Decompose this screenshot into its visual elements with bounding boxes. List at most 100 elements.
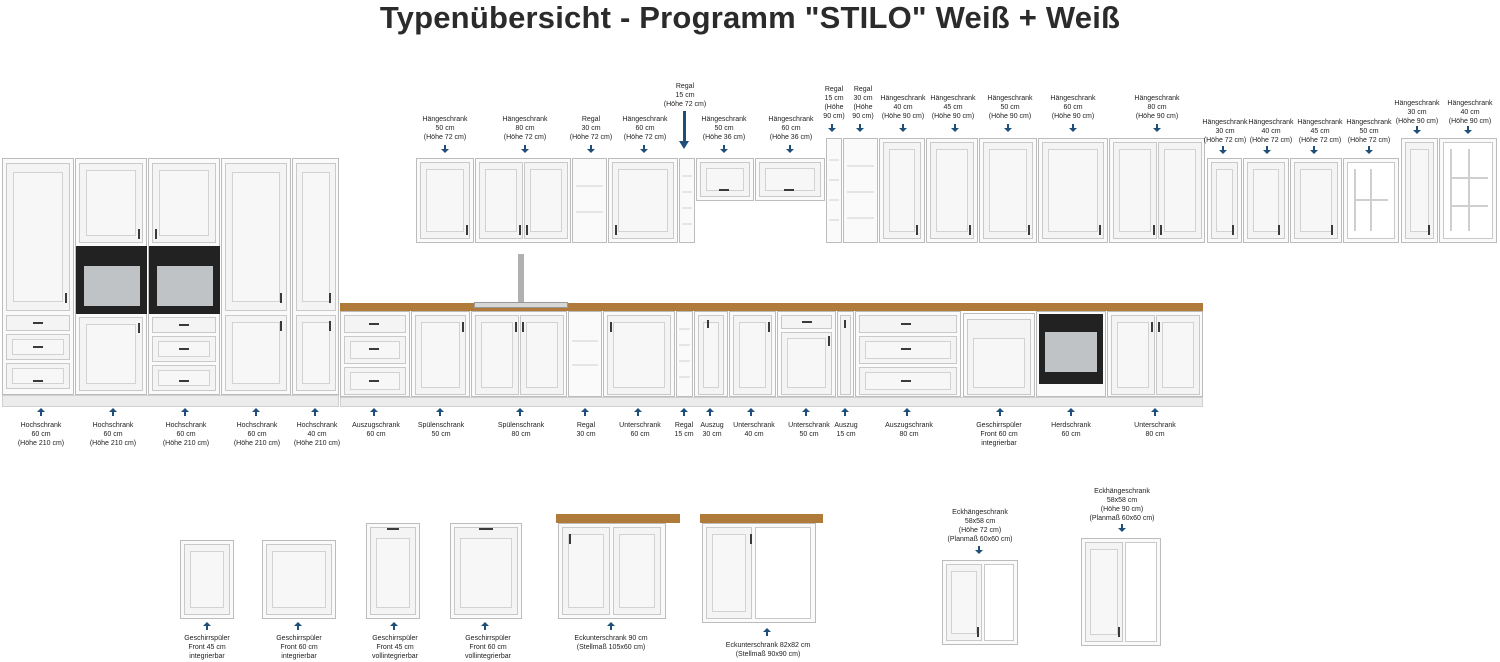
label-regal-30: Regal 30 cm — [576, 422, 596, 438]
arrow-up-icon — [607, 622, 615, 630]
label-wall-h60-h90: Hängeschrank 60 cm (Höhe 90 cm) — [1050, 95, 1096, 120]
arrow-down-icon — [720, 145, 728, 153]
wall-h45-h90 — [926, 138, 978, 243]
label-extra-eck90: Eckunterschrank 90 cm (Stellmaß 105x60 c… — [574, 635, 648, 651]
wall-regal30 — [572, 158, 607, 243]
wall-h45-h72 — [1290, 158, 1342, 243]
arrow-up-icon — [370, 408, 378, 416]
label-extra-gs60v: Geschirrspüler Front 60 cm vollintegrier… — [465, 635, 511, 660]
label-spuelen-80: Spülenschrank 80 cm — [497, 422, 545, 438]
tall-cabinet-4 — [221, 158, 291, 395]
arrow-up-icon — [109, 408, 117, 416]
arrow-down-icon — [1004, 124, 1012, 132]
label-auszug-15: Auszug 15 cm — [834, 422, 858, 438]
label-wall-h45-h72: Hängeschrank 45 cm (Höhe 72 cm) — [1297, 119, 1343, 144]
label-unter-60: Unterschrank 60 cm — [619, 422, 661, 438]
label-wall-h80: Hängeschrank 80 cm (Höhe 72 cm) — [502, 116, 548, 141]
label-wall-h50-h90: Hängeschrank 50 cm (Höhe 90 cm) — [987, 95, 1033, 120]
label-geschirr-60: Geschirrspüler Front 60 cm integrierbar — [976, 422, 1022, 447]
arrow-up-icon — [634, 408, 642, 416]
tall-plinth — [2, 395, 339, 407]
extra-eck90 — [558, 523, 666, 619]
extra-eckh72 — [942, 560, 1018, 645]
label-extra-eck82: Eckunterschrank 82x82 cm (Stellmaß 90x90… — [725, 642, 811, 658]
arrow-up-icon — [294, 622, 302, 630]
base-regal-15 — [676, 311, 693, 397]
label-hoch-2: Hochschrank 60 cm (Höhe 210 cm) — [89, 422, 137, 447]
label-auszug-30: Auszug 30 cm — [700, 422, 724, 438]
base-plinth — [340, 397, 1203, 407]
sink — [474, 302, 568, 308]
arrow-up-icon — [841, 408, 849, 416]
arrow-up-icon — [581, 408, 589, 416]
arrow-up-icon — [747, 408, 755, 416]
arrow-down-icon — [899, 124, 907, 132]
arrow-down-icon — [1365, 146, 1373, 154]
regal15-long-arrow — [683, 111, 686, 143]
base-auszug-15 — [837, 311, 854, 397]
arrow-up-icon — [680, 408, 688, 416]
arrow-down-icon — [1413, 126, 1421, 134]
label-wall-regal30-h90: Regal 30 cm (Höhe 90 cm) — [852, 86, 874, 120]
base-unter-50 — [777, 311, 836, 397]
wall-h60-short — [755, 158, 825, 201]
label-wall-h30-h90: Hängeschrank 30 cm (Höhe 90 cm) — [1394, 100, 1440, 125]
label-unter-50: Unterschrank 50 cm — [788, 422, 830, 438]
label-hoch-3: Hochschrank 60 cm (Höhe 210 cm) — [162, 422, 210, 447]
label-wall-h60: Hängeschrank 60 cm (Höhe 72 cm) — [622, 116, 668, 141]
label-extra-eckh90: Eckhängeschrank 58x58 cm (Höhe 90 cm) (P… — [1089, 488, 1155, 522]
extra-gs45 — [180, 540, 234, 619]
tall-cabinet-1 — [2, 158, 74, 395]
arrow-up-icon — [203, 622, 211, 630]
arrow-down-icon — [1310, 146, 1318, 154]
label-wall-regal15: Regal 15 cm (Höhe 72 cm) — [663, 83, 707, 108]
arrow-down-icon — [786, 145, 794, 153]
arrow-up-icon — [1151, 408, 1159, 416]
label-extra-eckh72: Eckhängeschrank 58x58 cm (Höhe 72 cm) (P… — [947, 509, 1013, 543]
arrow-up-icon — [516, 408, 524, 416]
label-wall-h45-h90: Hängeschrank 45 cm (Höhe 90 cm) — [930, 95, 976, 120]
wall-h50-h90 — [979, 138, 1037, 243]
wall-h40-h72 — [1243, 158, 1289, 243]
extra-gs60v — [450, 523, 522, 619]
label-unter-40: Unterschrank 40 cm — [733, 422, 775, 438]
label-unter-80: Unterschrank 80 cm — [1134, 422, 1176, 438]
wall-regal15-h90 — [826, 138, 842, 243]
worktop — [340, 303, 1203, 311]
arrow-down-icon — [1118, 524, 1126, 532]
label-hoch-4: Hochschrank 60 cm (Höhe 210 cm) — [233, 422, 281, 447]
arrow-up-icon — [481, 622, 489, 630]
extra-eck90-top — [556, 514, 680, 523]
arrow-up-icon — [37, 408, 45, 416]
label-wall-h30-h72: Hängeschrank 30 cm (Höhe 72 cm) — [1202, 119, 1248, 144]
base-regal-30 — [568, 311, 602, 397]
arrow-up-icon — [252, 408, 260, 416]
arrow-down-icon — [587, 145, 595, 153]
wall-regal30-h90 — [843, 138, 878, 243]
label-wall-h50-short: Hängeschrank 50 cm (Höhe 36 cm) — [701, 116, 747, 141]
base-geschirr-60 — [963, 313, 1035, 397]
tall-cabinet-40 — [292, 158, 339, 395]
label-wall-h40-h90b: Hängeschrank 40 cm (Höhe 90 cm) — [1447, 100, 1493, 125]
base-unter-40 — [729, 311, 776, 397]
arrow-up-icon — [436, 408, 444, 416]
label-wall-h40-h72: Hängeschrank 40 cm (Höhe 72 cm) — [1248, 119, 1294, 144]
base-auszug-60 — [340, 311, 410, 397]
tall-cabinet-3 — [148, 158, 220, 395]
label-hoch-40: Hochschrank 40 cm (Höhe 210 cm) — [293, 422, 341, 447]
base-spuelen-80 — [471, 311, 567, 397]
wall-h60-h90 — [1038, 138, 1108, 243]
wall-h30-h72 — [1207, 158, 1242, 243]
page-title: Typenübersicht - Programm "STILO" Weiß +… — [379, 0, 1121, 35]
label-wall-h50-h72: Hängeschrank 50 cm (Höhe 72 cm) — [1346, 119, 1392, 144]
extra-eck82-top — [700, 514, 823, 523]
base-herd-60 — [1036, 311, 1106, 397]
wall-h50-h72-glass — [1343, 158, 1399, 243]
arrow-up-icon — [390, 622, 398, 630]
extra-eckh90 — [1081, 538, 1161, 646]
base-auszug-80 — [855, 311, 961, 397]
label-wall-h80-h90: Hängeschrank 80 cm (Höhe 90 cm) — [1134, 95, 1180, 120]
label-hoch-1: Hochschrank 60 cm (Höhe 210 cm) — [17, 422, 65, 447]
arrow-down-icon — [1263, 146, 1271, 154]
extra-eck82 — [702, 523, 816, 623]
